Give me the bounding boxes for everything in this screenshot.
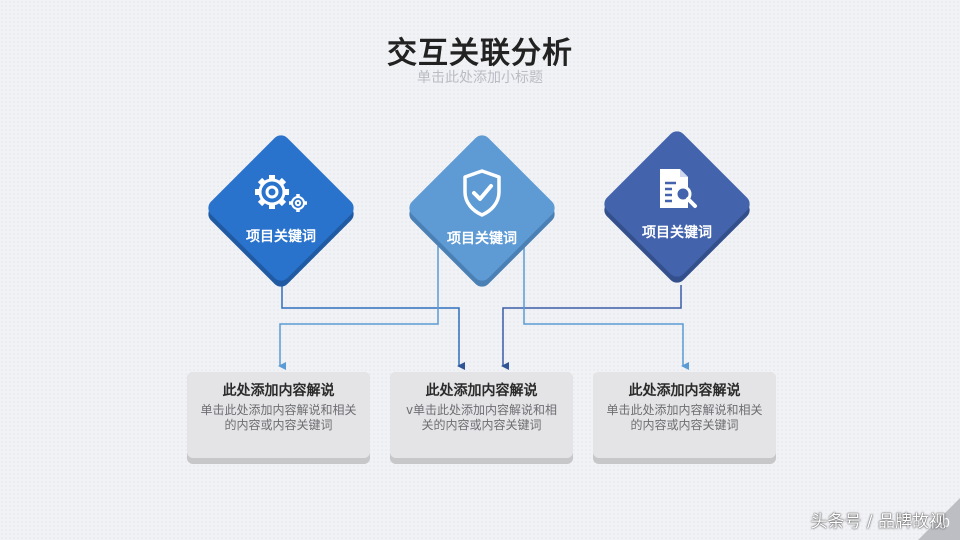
card-text: 单击此处添加内容解说和相关的内容或内容关键词 — [200, 403, 357, 432]
connector-1-to-2 — [281, 285, 465, 370]
connector-2-to-1 — [278, 246, 439, 370]
keyword-diamond-1: 项目关键词 — [203, 130, 363, 291]
description-card-1: 此处添加内容解说 单击此处添加内容解说和相关的内容或内容关键词 — [187, 372, 370, 458]
card-text: 单击此处添加内容解说和相关的内容或内容关键词 — [606, 403, 763, 432]
diamond-label: 项目关键词 — [642, 225, 712, 241]
diamond-label: 项目关键词 — [246, 229, 316, 245]
description-card-3: 此处添加内容解说 单击此处添加内容解说和相关的内容或内容关键词 — [593, 372, 776, 458]
keyword-diamond-3: 项目关键词 — [599, 126, 759, 287]
card-title: 此处添加内容解说 — [628, 383, 741, 399]
card-title: 此处添加内容解说 — [425, 383, 538, 399]
gears-icon — [250, 170, 312, 220]
shield-check-icon — [460, 168, 504, 222]
keyword-diamond-2: 项目关键词 — [404, 130, 564, 291]
card-text: v单击此处添加内容解说和相关的内容或内容关键词 — [405, 403, 558, 432]
connector-2-to-3 — [523, 246, 689, 370]
page-subtitle: 单击此处添加小标题 — [417, 70, 543, 86]
watermark: 头条号 / 品牌故视 — [810, 512, 946, 532]
page-number: 10 — [934, 516, 950, 530]
diamond-label: 项目关键词 — [447, 231, 517, 247]
page-title: 交互关联分析 — [387, 36, 573, 71]
description-card-2: 此处添加内容解说 v单击此处添加内容解说和相关的内容或内容关键词 — [390, 372, 573, 458]
card-title: 此处添加内容解说 — [222, 383, 335, 399]
connector-3-to-2 — [501, 285, 682, 370]
document-search-icon — [654, 166, 700, 216]
